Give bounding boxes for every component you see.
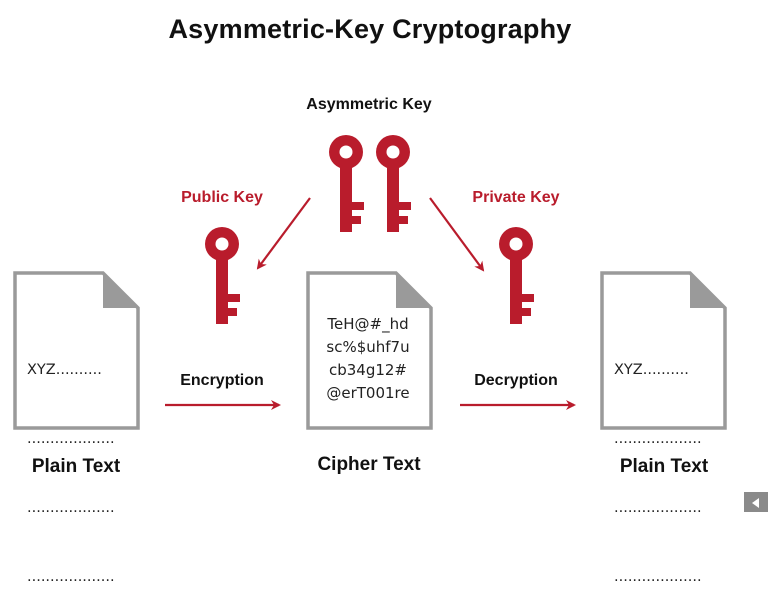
- asymmetric-key-label: Asymmetric Key: [306, 96, 432, 113]
- plain-text-document-right: [600, 271, 727, 430]
- cipher-text-document: [306, 271, 433, 430]
- document-fold-icon: [690, 273, 725, 308]
- plain-text-caption-right: Plain Text: [619, 456, 709, 477]
- decryption-label: Decryption: [474, 372, 558, 389]
- encryption-label: Encryption: [180, 372, 264, 389]
- plain-text-line: XYZ..........: [27, 362, 102, 378]
- private-key-icon: [499, 227, 534, 324]
- diagram-canvas: [13, 135, 727, 430]
- plain-text-document-left: [13, 271, 140, 430]
- arrow-to-private-key-icon: [429, 197, 485, 272]
- cipher-text-content: TeH@#_hd sc%$uhf7u cb34g12# @erT001re: [303, 313, 433, 405]
- public-key-label: Public Key: [181, 189, 263, 206]
- arrow-to-public-key-icon: [256, 197, 311, 270]
- plain-text-line: ...................: [27, 431, 115, 447]
- asymmetric-key-left-icon: [329, 135, 364, 232]
- plain-text-line: ...................: [614, 500, 702, 516]
- cipher-text-caption: Cipher Text: [317, 454, 421, 475]
- diagram-title: Asymmetric-Key Cryptography: [168, 14, 572, 44]
- cipher-text-line: @erT001re: [326, 384, 410, 402]
- plain-text-line: ...................: [614, 431, 702, 447]
- cipher-text-line: cb34g12#: [328, 361, 408, 379]
- public-key-icon: [205, 227, 240, 324]
- plain-text-line: XYZ..........: [614, 362, 689, 378]
- document-fold-icon: [103, 273, 138, 308]
- plain-text-line: ...................: [27, 500, 115, 516]
- back-arrow-icon[interactable]: [744, 492, 768, 512]
- plain-text-caption-left: Plain Text: [31, 456, 121, 477]
- plain-text-line: ...................: [614, 569, 702, 585]
- asymmetric-key-right-icon: [376, 135, 411, 232]
- document-fold-icon: [396, 273, 431, 308]
- private-key-label: Private Key: [472, 189, 560, 206]
- plain-text-line: ...................: [27, 569, 115, 585]
- cipher-text-line: sc%$uhf7u: [326, 338, 410, 356]
- cipher-text-line: TeH@#_hd: [327, 315, 409, 333]
